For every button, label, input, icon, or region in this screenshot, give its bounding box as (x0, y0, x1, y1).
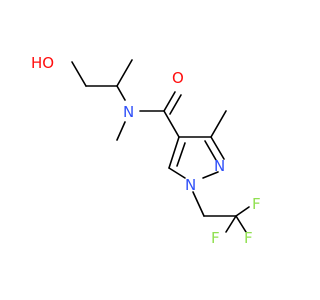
structure-canvas: HO O N N N F F F (31, 54, 261, 247)
bond-c3-n2-a (210, 136, 225, 160)
atom-label-layer: HO O N N N F F F (31, 54, 261, 247)
ring-nitrogen-1-label: N (185, 176, 196, 194)
molecule-diagram: HO O N N N F F F (31, 54, 261, 247)
bond-carbonyl-c4 (163, 110, 180, 138)
bond-c4-c5-b (176, 142, 186, 167)
fluorine-2-label: F (211, 229, 220, 247)
bond-c5-n1 (168, 167, 186, 179)
bond-carbonyl-double-a (163, 91, 176, 112)
bond-c-f1 (235, 206, 250, 217)
bond-c3-n2-b (204, 140, 217, 161)
bond-c3-methyl (210, 110, 227, 138)
bond-carbonyl-double-b (169, 94, 182, 115)
bond-layer (71, 59, 250, 233)
bond-c-f2 (225, 215, 237, 233)
bond-n-methyl (116, 121, 126, 141)
bond-o-ch2 (71, 61, 87, 87)
carbonyl-oxygen-label: O (172, 69, 184, 87)
bond-ch-n (116, 85, 126, 101)
hydroxyl-label: HO (31, 54, 54, 72)
bond-n1-ch2 (192, 191, 205, 217)
amide-nitrogen-label: N (123, 103, 134, 121)
bond-c4-c5-a (168, 136, 180, 169)
bond-n1-n2 (202, 171, 219, 179)
fluorine-3-label: F (244, 229, 253, 247)
fluorine-1-label: F (252, 195, 261, 213)
bond-ch-methyl (116, 59, 133, 87)
bond-c-f3 (235, 215, 247, 233)
ring-nitrogen-2-label: N (214, 157, 225, 175)
